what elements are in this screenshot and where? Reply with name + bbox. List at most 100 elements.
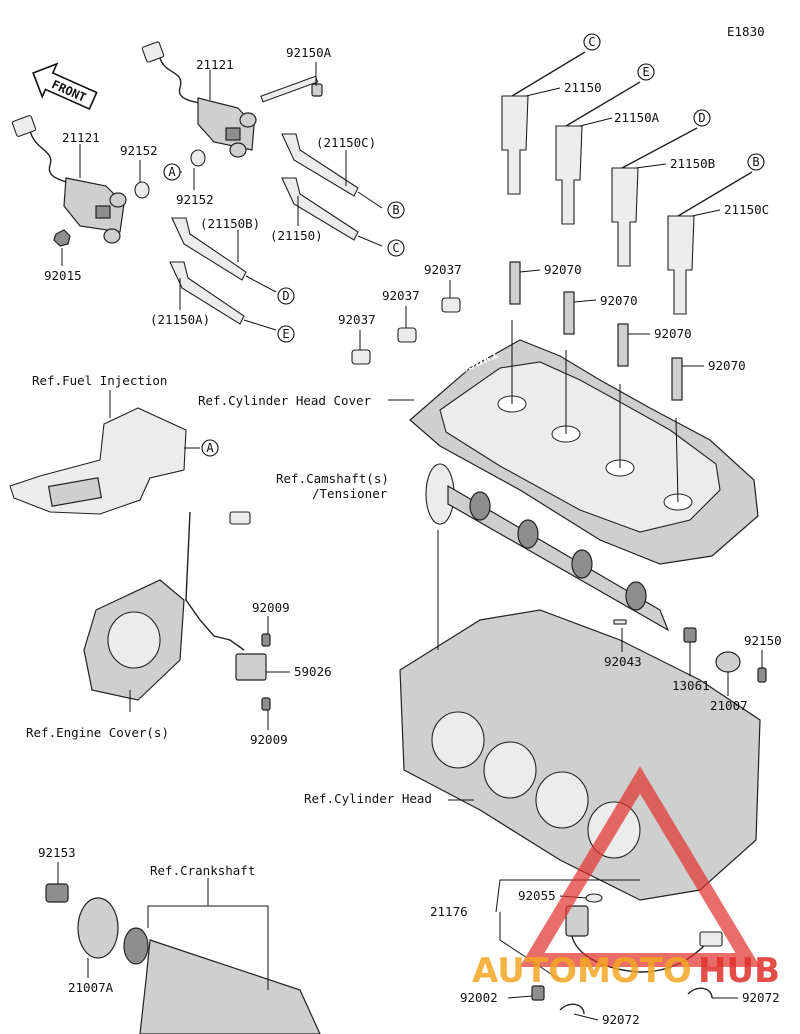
- label-plug-1: 92070: [544, 262, 582, 277]
- label-collar-a: 92152: [120, 143, 158, 158]
- cylinder-head-cover: Kawasaki: [409, 339, 759, 565]
- label-cap-21150: 21150: [564, 80, 602, 95]
- bracket: [9, 407, 187, 515]
- clamp-92072-b: [687, 987, 713, 999]
- leader-lines: [57, 62, 763, 1021]
- label-cap-21150b-paren: (21150B): [200, 216, 260, 231]
- callout-b-2: B: [747, 153, 765, 171]
- label-clamp-c: 92037: [338, 312, 376, 327]
- svg-text:A: A: [206, 441, 214, 455]
- label-bolt-92150a: 92150A: [286, 45, 332, 60]
- svg-text:A: A: [168, 165, 176, 179]
- part-labels: 21121 21121 92150A 92152 92152 92015 (21…: [38, 45, 782, 1027]
- ref-fuel-injection: Ref.Fuel Injection: [32, 373, 167, 388]
- collar-92152-a: [134, 181, 150, 199]
- bolt-92150: [757, 667, 767, 683]
- callout-d-1: D: [277, 287, 295, 305]
- label-rotor-21007a: 21007A: [68, 980, 114, 995]
- callout-d-2: D: [693, 109, 711, 127]
- label-coil-left: 21121: [62, 130, 100, 145]
- svg-text:E: E: [642, 65, 649, 79]
- label-clamp-a: 92037: [424, 262, 462, 277]
- label-screw-b: 92009: [250, 732, 288, 747]
- svg-text:C: C: [588, 35, 595, 49]
- pin-92043: [613, 619, 627, 625]
- spark-plugs: [509, 261, 683, 401]
- callout-c-1: C: [387, 239, 405, 257]
- svg-text:B: B: [392, 203, 399, 217]
- callout-c-2: C: [583, 33, 601, 51]
- callout-a-1: A: [163, 163, 181, 181]
- ref-cylinder-head: Ref.Cylinder Head: [304, 791, 432, 806]
- label-bolt-92150: 92150: [744, 633, 782, 648]
- reference-labels: Ref.Fuel Injection Ref.Cylinder Head Cov…: [26, 373, 432, 878]
- engine-cover-plate: [83, 511, 271, 711]
- svg-text:D: D: [282, 289, 289, 303]
- ignition-coil-right: [141, 41, 257, 158]
- label-plug-4: 92070: [708, 358, 746, 373]
- svg-text:C: C: [392, 241, 399, 255]
- cylinder-head: [399, 609, 761, 901]
- label-rotor-21007: 21007: [710, 698, 748, 713]
- callout-e-2: E: [637, 63, 655, 81]
- label-screw-a: 92009: [252, 600, 290, 615]
- rotor-21007: [715, 651, 741, 673]
- ref-camshaft: Ref.Camshaft(s): [276, 471, 389, 486]
- label-sensor: 59026: [294, 664, 332, 679]
- label-pin: 92043: [604, 654, 642, 669]
- label-cap-21150a-paren: (21150A): [150, 312, 210, 327]
- label-plug-3: 92070: [654, 326, 692, 341]
- bolt-92150a: [260, 75, 323, 103]
- label-nut: 92015: [44, 268, 82, 283]
- camshaft: [425, 463, 767, 683]
- label-cap-21150-paren: (21150): [270, 228, 323, 243]
- nut-92015: [53, 229, 71, 247]
- label-bolt-92153: 92153: [38, 845, 76, 860]
- screw-92009-b: [261, 697, 271, 711]
- screw-92009-a: [261, 633, 271, 647]
- callout-e-1: E: [277, 325, 295, 343]
- rotor-21007a: [77, 897, 119, 959]
- bolt-92153: [45, 883, 69, 903]
- coil-tubes: [169, 133, 359, 325]
- label-coil-right: 21121: [196, 57, 234, 72]
- watermark: AUTOMOTO HUB: [472, 766, 780, 991]
- watermark-automoto: AUTOMOTO: [472, 951, 692, 991]
- callout-a-2: A: [201, 439, 219, 457]
- watermark-hub: HUB: [698, 951, 780, 991]
- label-plug-2: 92070: [600, 293, 638, 308]
- svg-text:D: D: [698, 111, 705, 125]
- label-collar-b: 92152: [176, 192, 214, 207]
- ref-cylinder-head-cover: Ref.Cylinder Head Cover: [198, 393, 372, 408]
- sensor-59026: [235, 653, 267, 681]
- collar-92152-b: [190, 149, 206, 167]
- label-cap-21150c: 21150C: [724, 202, 769, 217]
- label-clamp-b: 92037: [382, 288, 420, 303]
- label-cap-21150c-paren: (21150C): [316, 135, 376, 150]
- label-clamp-92072-b: 92072: [742, 990, 780, 1005]
- clamp-92037-c: [351, 349, 371, 365]
- label-clamp-92072-a: 92072: [602, 1012, 640, 1027]
- callout-b-1: B: [387, 201, 405, 219]
- label-cap-21150a: 21150A: [614, 110, 660, 125]
- plug-caps-vertical: [501, 51, 753, 315]
- bolt-92002: [531, 985, 545, 1001]
- diagram-code: E1830: [727, 24, 765, 39]
- sensor-set: [531, 893, 723, 1015]
- label-cap-21150b: 21150B: [670, 156, 715, 171]
- clamp-92037-b: [397, 327, 417, 343]
- ignition-coil-left: [11, 115, 127, 244]
- oring-92055: [585, 893, 603, 903]
- label-oring: 92055: [518, 888, 556, 903]
- svg-text:E: E: [282, 327, 289, 341]
- label-bolt-92002: 92002: [460, 990, 498, 1005]
- clamp-92072-a: [559, 1003, 585, 1015]
- label-sensor-set: 21176: [430, 904, 468, 919]
- svg-text:B: B: [752, 155, 759, 169]
- ref-engine-covers: Ref.Engine Cover(s): [26, 725, 169, 740]
- front-arrow: FRONT: [32, 62, 98, 110]
- callout-circles: A A B B C C D D E E: [163, 33, 765, 457]
- bolt-13061: [683, 627, 697, 643]
- clamp-92037-a: [441, 297, 461, 313]
